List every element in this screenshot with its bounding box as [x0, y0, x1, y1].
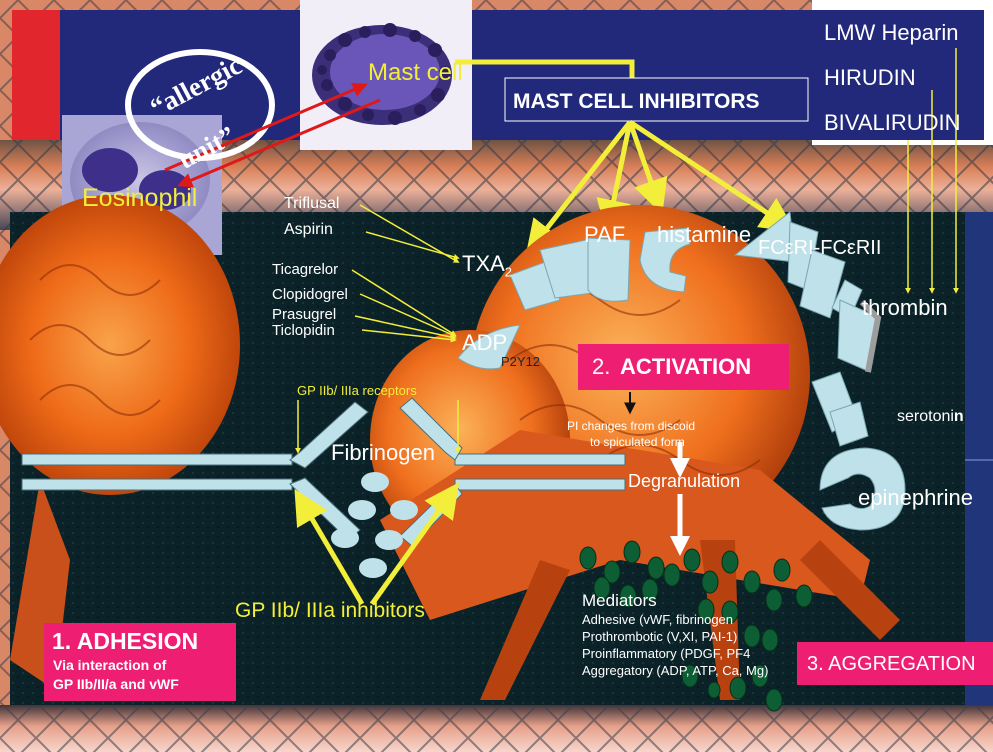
mediator-item: Aggregatory (ADP, ATP, Ca, Mg): [582, 664, 768, 677]
gp-inhibitors-label: GP IIb/ IIIa inhibitors: [235, 600, 425, 621]
serotonin-label: serotonin: [897, 409, 964, 425]
thrombin-label: thrombin: [862, 297, 948, 319]
gp-receptors-label: GP IIb/ IIIa receptors: [297, 384, 417, 397]
mast-cell-label: Mast cell: [368, 61, 463, 85]
adp-label: ADP: [462, 332, 507, 354]
serotonin-main: serotoni: [897, 408, 954, 425]
adhesion-title: 1. ADHESION: [52, 630, 198, 653]
fibrinogen-label: Fibrinogen: [331, 442, 435, 464]
shape-change-line-1: PI changes from discoid: [567, 420, 695, 432]
adhesion-line-1: Via interaction of: [53, 658, 166, 672]
drug-ticagrelor: Ticagrelor: [272, 262, 338, 277]
activation-box: 2. ACTIVATION: [578, 344, 789, 390]
anticoagulant-item: BIVALIRUDIN: [824, 112, 961, 134]
drug-ticlopidin: Ticlopidin: [272, 323, 335, 338]
eosinophil-label: Eosinophil: [82, 186, 197, 211]
mediator-item: Prothrombotic (V,XI, PAI-1): [582, 630, 737, 643]
shape-change-line-2: to spiculated form: [590, 436, 685, 448]
p2y12-label: P2Y12: [501, 355, 540, 368]
anticoagulant-item: HIRUDIN: [824, 67, 916, 89]
degranulation-label: Degranulation: [628, 472, 740, 490]
activation-label: ACTIVATION: [620, 356, 751, 378]
drug-clopidogrel: Clopidogrel: [272, 287, 348, 302]
drug-aspirin: Aspirin: [284, 222, 333, 238]
aggregation-label: 3. AGGREGATION: [807, 654, 976, 674]
txa2-label: TXA2: [462, 253, 512, 278]
mediator-item: Adhesive (vWF, fibrinogen: [582, 613, 733, 626]
mediators-title: Mediators: [582, 592, 657, 609]
mediator-item: Proinflammatory (PDGF, PF4: [582, 647, 750, 660]
txa2-subscript: 2: [505, 264, 512, 279]
epinephrine-label: epinephrine: [858, 487, 973, 509]
activation-number: 2.: [592, 356, 610, 378]
drug-prasugrel: Prasugrel: [272, 307, 336, 322]
serotonin-bold: n: [954, 408, 964, 425]
aggregation-box: 3. AGGREGATION: [797, 642, 993, 685]
adhesion-line-2: GP IIb/II/a and vWF: [53, 677, 179, 691]
drug-triflusal: Triflusal: [284, 196, 339, 212]
paf-label: PAF: [584, 224, 625, 246]
adhesion-box: 1. ADHESION Via interaction of GP IIb/II…: [44, 623, 236, 701]
anticoagulant-item: LMW Heparin: [824, 22, 958, 44]
histamine-label: histamine: [657, 224, 751, 246]
mast-cell-inhibitors-label: MAST CELL INHIBITORS: [513, 91, 760, 112]
fce-receptor-label: FCεRI-FCεRII: [758, 238, 881, 258]
txa2-main: TXA: [462, 251, 505, 276]
